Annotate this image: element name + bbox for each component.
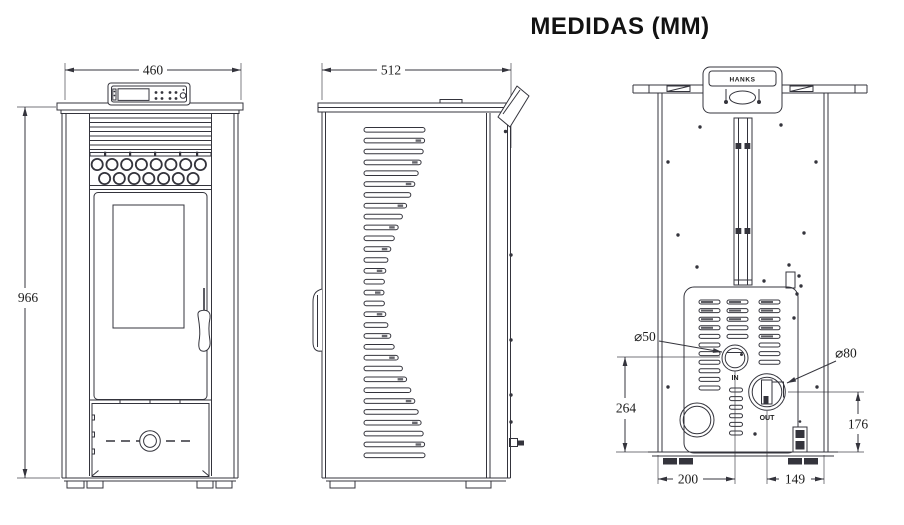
front-drawer (89, 399, 212, 477)
panel-display (117, 88, 150, 101)
intake-diameter-value: ⌀50 (634, 329, 656, 344)
back-recessed-panel (683, 286, 799, 454)
front-height-value: 966 (18, 290, 39, 305)
back-intake-port: IN (721, 344, 749, 484)
back-combustion-opening (679, 402, 715, 438)
front-width-dimension: 460 (64, 63, 242, 100)
intake-port-label: IN (732, 375, 739, 382)
side-view: 512 (312, 63, 530, 489)
side-depth-value: 512 (381, 63, 401, 78)
front-control-panel (107, 82, 191, 106)
side-hopper-handle (497, 85, 530, 128)
front-width-value: 460 (143, 63, 164, 78)
front-height-dimension: 966 (17, 106, 60, 479)
exhaust-port-label: OUT (760, 415, 776, 422)
back-vent-slots (698, 299, 781, 436)
side-base (326, 480, 506, 489)
intake-offset-value: 200 (678, 472, 699, 487)
front-body (56, 102, 244, 479)
back-cable-bracket (785, 271, 796, 289)
intake-height-dimension: 264 (616, 356, 720, 453)
side-power-inlet (509, 438, 524, 447)
side-body (317, 99, 512, 479)
back-power-module (792, 420, 808, 453)
exhaust-height-dimension: 176 (788, 391, 869, 453)
grille-holes (90, 157, 207, 185)
door-window (112, 204, 185, 329)
back-flue-channel (733, 117, 753, 286)
exhaust-diameter-callout: ⌀80 (786, 346, 857, 384)
intake-height-value: 264 (616, 401, 637, 416)
exhaust-offset-value: 149 (785, 472, 806, 487)
back-exhaust-port: OUT (748, 373, 786, 484)
front-view: 460 966 (17, 63, 244, 489)
exhaust-offset-dimension: 149 (767, 455, 825, 487)
intake-offset-dimension: 200 (657, 455, 735, 487)
front-door (93, 192, 211, 400)
intake-diameter-callout: ⌀50 (634, 329, 723, 353)
brand-label: HANKS (729, 77, 755, 84)
side-depth-dimension: 512 (321, 63, 512, 148)
back-hopper-bracket: HANKS (702, 66, 783, 114)
exhaust-diameter-value: ⌀80 (835, 346, 857, 361)
back-screws (503, 123, 819, 436)
front-base (64, 480, 236, 489)
page-title: MEDIDAS (MM) (530, 13, 709, 40)
side-vent-slots (363, 127, 426, 459)
exhaust-height-value: 176 (848, 417, 869, 432)
drawer-knob (139, 430, 161, 452)
side-door-handle (312, 288, 323, 352)
front-grille (89, 117, 212, 190)
door-handle (197, 288, 211, 352)
back-view: HANKS (503, 66, 869, 487)
back-base (648, 451, 838, 465)
